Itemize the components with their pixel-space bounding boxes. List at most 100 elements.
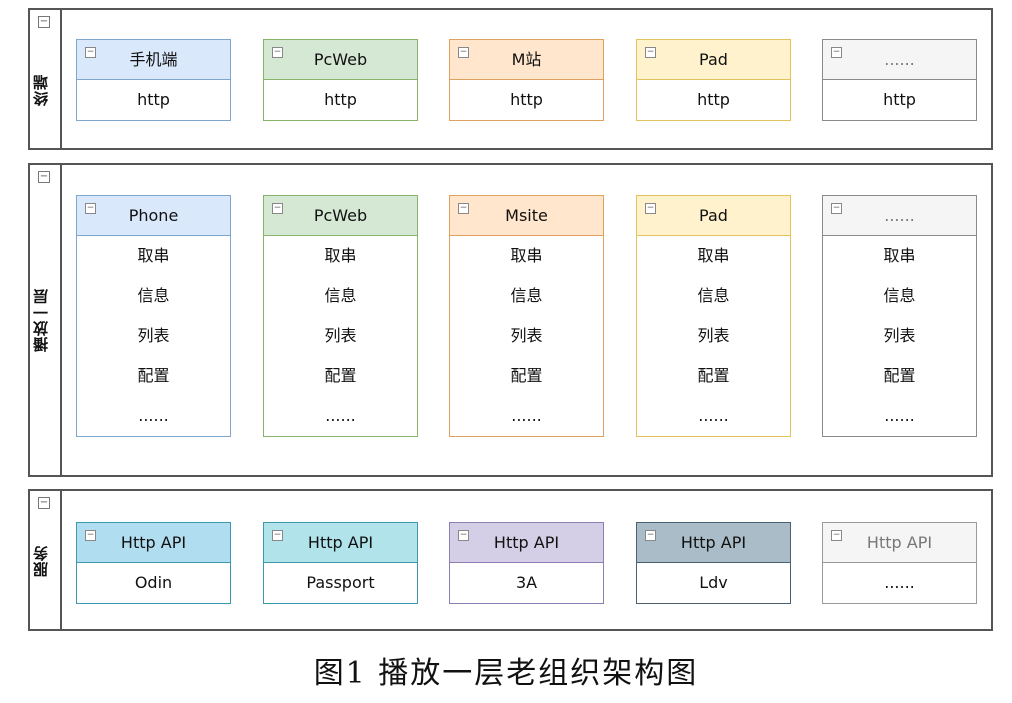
node-box[interactable]: − Http API Odin <box>76 522 231 604</box>
box-item: http <box>697 90 730 109</box>
box-header: − Msite <box>450 196 603 236</box>
box-title: ...... <box>884 206 915 225</box>
box-item: 取串 <box>883 246 916 265</box>
node-box[interactable]: − Pad http <box>636 39 791 121</box>
box-body: ...... <box>823 563 976 603</box>
box-header: −PcWeb <box>264 196 417 236</box>
box-item: 取串 <box>697 246 730 265</box>
collapse-icon[interactable]: − <box>831 47 842 58</box>
box-body: 3A <box>450 563 603 603</box>
node-box[interactable]: − Http API...... <box>822 522 977 604</box>
box-header: − Pad <box>637 40 790 80</box>
box-title: Phone <box>128 206 179 225</box>
collapse-icon[interactable]: − <box>458 530 469 541</box>
box-title: Http API <box>307 533 374 552</box>
box-body: Passport <box>264 563 417 603</box>
collapse-icon[interactable]: − <box>272 47 283 58</box>
lane-terminal: − 终端 − 手机端 http − PcWeb http − M站 http − Pad htt… <box>28 8 993 150</box>
box-item: 信息 <box>697 286 730 305</box>
collapse-icon[interactable]: − <box>831 203 842 214</box>
box-item: 列表 <box>510 326 543 345</box>
box-item: 配置 <box>883 366 916 385</box>
box-title: Msite <box>505 206 548 225</box>
lane-header: − 播放一层 <box>30 165 62 475</box>
collapse-icon[interactable]: − <box>38 16 50 28</box>
node-box[interactable]: − 手机端 http <box>76 39 231 121</box>
box-header: − Http API <box>77 523 230 563</box>
box-item: ...... <box>884 573 915 592</box>
box-item: 3A <box>515 573 538 592</box>
box-header: −Http API <box>450 523 603 563</box>
node-box[interactable]: − M站 http <box>449 39 604 121</box>
box-header: − PcWeb <box>264 40 417 80</box>
box-header: − Phone <box>77 196 230 236</box>
box-item: ...... <box>138 406 169 425</box>
box-item: 配置 <box>324 366 357 385</box>
node-box[interactable]: −Http API 3A <box>449 522 604 604</box>
lane-title: 终端 <box>32 74 50 106</box>
box-body: http <box>637 80 790 120</box>
box-header: − Http API <box>823 523 976 563</box>
box-title: Http API <box>866 533 933 552</box>
box-body: 取串信息列表配置...... <box>823 236 976 436</box>
lane-header: − 服务 <box>30 491 62 629</box>
box-item: Ldv <box>699 573 728 592</box>
box-item: 信息 <box>510 286 543 305</box>
collapse-icon[interactable]: − <box>272 530 283 541</box>
box-item: 配置 <box>510 366 543 385</box>
box-item: 取串 <box>324 246 357 265</box>
collapse-icon[interactable]: − <box>38 171 50 183</box>
collapse-icon[interactable]: − <box>831 530 842 541</box>
lane-title: 服务 <box>32 545 50 577</box>
box-item: 信息 <box>883 286 916 305</box>
box-item: Odin <box>134 573 173 592</box>
box-item: 信息 <box>324 286 357 305</box>
box-body: 取串信息列表配置...... <box>77 236 230 436</box>
box-item: http <box>510 90 543 109</box>
box-title: ...... <box>884 50 915 69</box>
box-body: 取串信息列表配置...... <box>637 236 790 436</box>
collapse-icon[interactable]: − <box>85 203 96 214</box>
collapse-icon[interactable]: − <box>458 47 469 58</box>
collapse-icon[interactable]: − <box>272 203 283 214</box>
box-title: Http API <box>120 533 187 552</box>
box-item: ...... <box>325 406 356 425</box>
box-header: − M站 <box>450 40 603 80</box>
box-title: Pad <box>699 50 728 69</box>
collapse-icon[interactable]: − <box>645 47 656 58</box>
collapse-icon[interactable]: − <box>645 203 656 214</box>
node-box[interactable]: −......取串信息列表配置...... <box>822 195 977 437</box>
box-title: 手机端 <box>129 50 178 69</box>
collapse-icon[interactable]: − <box>645 530 656 541</box>
box-title: M站 <box>511 50 542 69</box>
collapse-icon[interactable]: − <box>38 497 50 509</box>
box-item: http <box>137 90 170 109</box>
box-title: PcWeb <box>313 50 368 69</box>
node-box[interactable]: − PcWeb http <box>263 39 418 121</box>
box-title: Http API <box>680 533 747 552</box>
box-header: −...... <box>823 196 976 236</box>
collapse-icon[interactable]: − <box>85 47 96 58</box>
node-box[interactable]: −...... http <box>822 39 977 121</box>
box-item: ...... <box>884 406 915 425</box>
box-body: 取串信息列表配置...... <box>450 236 603 436</box>
collapse-icon[interactable]: − <box>85 530 96 541</box>
box-item: 信息 <box>137 286 170 305</box>
box-body: http <box>264 80 417 120</box>
node-box[interactable]: − Http API Ldv <box>636 522 791 604</box>
collapse-icon[interactable]: − <box>458 203 469 214</box>
box-body: http <box>823 80 976 120</box>
box-header: − Pad <box>637 196 790 236</box>
box-body: Ldv <box>637 563 790 603</box>
node-box[interactable]: − Http API Passport <box>263 522 418 604</box>
node-box[interactable]: − Phone 取串信息列表配置...... <box>76 195 231 437</box>
box-item: http <box>883 90 916 109</box>
box-body: Odin <box>77 563 230 603</box>
box-title: Pad <box>699 206 728 225</box>
lane-title: 播放一层 <box>32 288 50 352</box>
box-item: ...... <box>698 406 729 425</box>
